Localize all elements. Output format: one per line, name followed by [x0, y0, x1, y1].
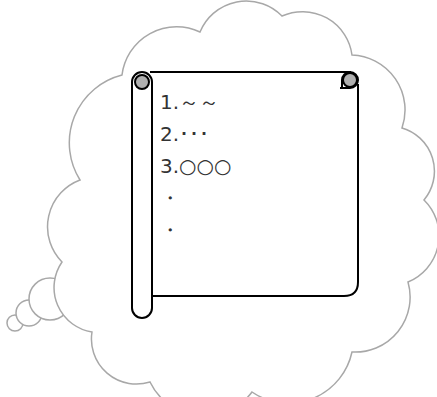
scroll-sheet [150, 72, 358, 296]
thought-cloud [48, 1, 437, 397]
scroll [132, 72, 358, 318]
scroll-curl [343, 73, 357, 87]
scroll-curl [135, 75, 149, 89]
list-item: 2.･･･ [160, 118, 350, 150]
scroll-list: 1.～～2.･･･3.○○○・・ [160, 86, 350, 291]
scroll-roll [132, 72, 152, 318]
list-item: ・ [160, 182, 350, 214]
list-item: 1.～～ [160, 86, 350, 118]
list-item: 3.○○○ [160, 150, 350, 182]
scroll-right-curl [340, 72, 358, 88]
list-item: ・ [160, 214, 350, 246]
